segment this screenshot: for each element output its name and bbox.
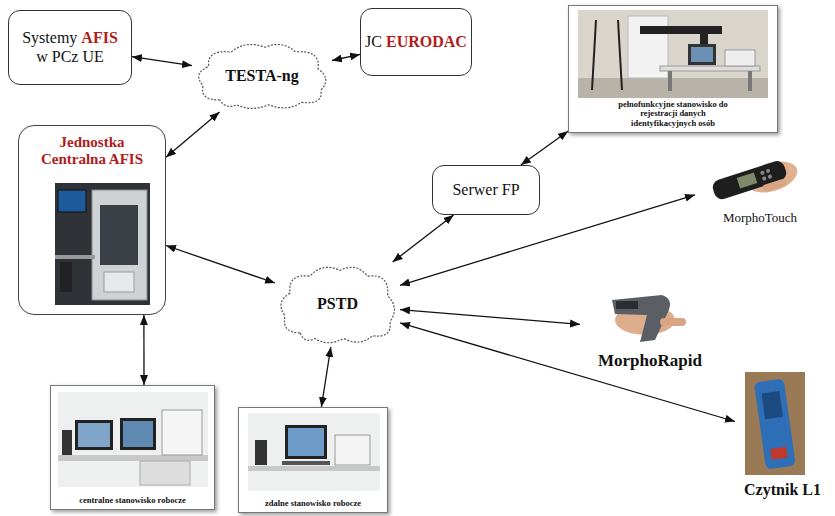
text-run: UE [82, 48, 103, 65]
connector-arrow [321, 347, 330, 407]
workstation-photo [248, 413, 380, 491]
photo-box: zdalne stanowisko robocze [238, 407, 388, 513]
connector-arrow [143, 315, 144, 385]
network-cloud: TESTA-ng [192, 40, 332, 112]
network-cloud: PSTD [275, 262, 400, 347]
node-label: JC EURODAC [365, 33, 467, 51]
device-node: MorphoTouch [695, 140, 825, 230]
node-label: MorphoRapid [598, 351, 702, 371]
connector-arrow [400, 323, 735, 422]
connector-arrow [400, 310, 580, 325]
system-box: Jednostka Centralna AFIS [18, 125, 166, 315]
node-label: Czytnik L1 [744, 481, 821, 499]
connector-arrow [393, 215, 454, 262]
workstation-photo [58, 392, 208, 487]
node-label: Jednostka Centralna AFIS [27, 134, 157, 169]
device-node: MorphoRapid [580, 285, 720, 375]
connector-arrow [132, 57, 192, 66]
system-box: JC EURODAC [360, 8, 472, 76]
text-run: PCz [52, 48, 79, 65]
morphotouch-device [711, 156, 801, 209]
connector-arrow [521, 131, 568, 165]
text-run: AFIS [81, 29, 117, 46]
node-label: Systemy AFIS w PCz UE [20, 29, 120, 66]
morphorapid-device [612, 295, 686, 342]
text-run: w [36, 48, 48, 65]
text-run: EURODAC [386, 33, 467, 50]
connector-arrow [166, 246, 275, 284]
photo-caption: pełnofunkcyjne stanowisko do rejestracji… [608, 100, 738, 129]
text-run: Systemy [22, 29, 77, 46]
text-run: JC [365, 33, 382, 50]
node-label: PSTD [317, 295, 358, 313]
connector-arrow [400, 195, 695, 285]
device-node: Czytnik L1 [735, 368, 830, 503]
node-label: TESTA-ng [225, 67, 299, 85]
system-box: Serwer FP [432, 165, 540, 215]
server-photo [55, 183, 150, 305]
node-label: Serwer FP [452, 181, 519, 199]
station-photo [578, 10, 768, 98]
photo-box: pełnofunkcyjne stanowisko do rejestracji… [568, 5, 778, 133]
photo-box: centralne stanowisko robocze [50, 385, 215, 510]
connector-arrow [166, 112, 220, 157]
connector-arrow [332, 54, 360, 60]
node-label: MorphoTouch [723, 211, 797, 226]
system-box: Systemy AFIS w PCz UE [8, 10, 132, 85]
photo-caption: centralne stanowisko robocze [79, 496, 186, 506]
reader-device [745, 372, 805, 475]
photo-caption: zdalne stanowisko robocze [265, 499, 361, 509]
